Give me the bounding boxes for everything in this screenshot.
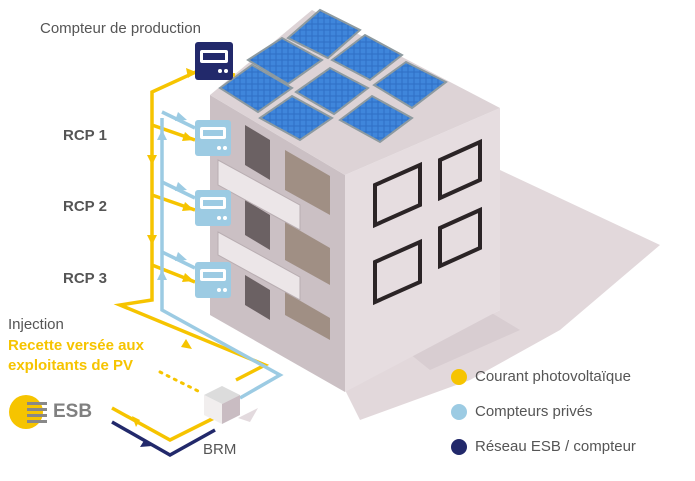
revenue-label-line1: Recette versée aux [8, 337, 144, 354]
rcp2-meter-icon [195, 190, 231, 226]
rcp2-label: RCP 2 [63, 198, 107, 215]
legend-private-label: Compteurs privés [475, 403, 593, 420]
injection-label: Injection [8, 316, 64, 333]
windows [373, 138, 482, 306]
rcp3-label: RCP 3 [63, 270, 107, 287]
legend-esb-label: Réseau ESB / compteur [475, 438, 636, 455]
brm-label: BRM [203, 441, 237, 458]
production-meter-icon [195, 42, 233, 80]
brm-box-icon [204, 386, 258, 424]
rcp1-label: RCP 1 [63, 127, 107, 144]
solar-panels [218, 8, 448, 144]
rcp3-meter-icon [195, 262, 231, 298]
esb-label: ESB [53, 401, 93, 422]
esb-logo-icon [9, 395, 47, 429]
flow-arrows [132, 68, 196, 447]
legend-dot-private [451, 404, 467, 420]
legend-dot-esb [451, 439, 467, 455]
revenue-label-line2: exploitants de PV [8, 357, 134, 374]
esb-network-line [111, 420, 216, 458]
production-meter-label: Compteur de production [40, 20, 201, 37]
rcp1-meter-icon [195, 120, 231, 156]
legend-pv-label: Courant photovoltaïque [475, 368, 631, 385]
legend-dot-pv [451, 369, 467, 385]
balconies [217, 125, 330, 340]
injection-dotted-line [158, 370, 202, 394]
